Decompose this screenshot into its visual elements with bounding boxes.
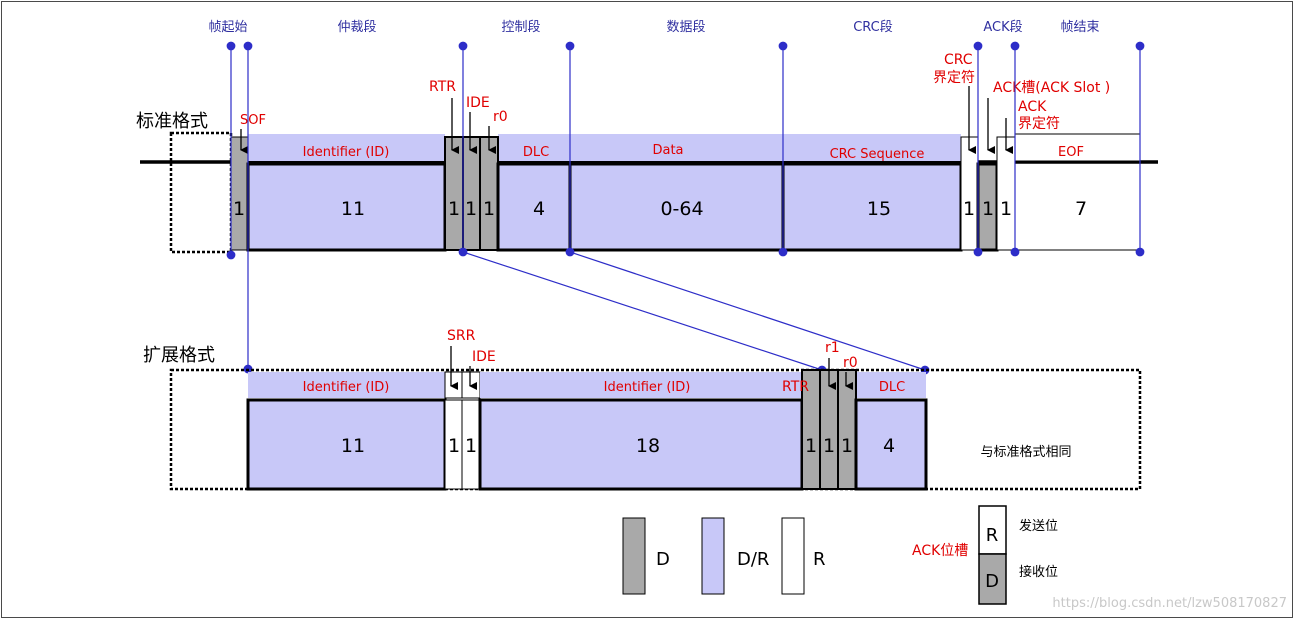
ack-bit-slot-label: ACK位槽	[912, 543, 968, 559]
ext-r0-bits: 1	[841, 435, 853, 457]
ext-rtr-bits: 1	[805, 435, 817, 457]
idle-area	[169, 131, 233, 254]
std-data-bits: 0-64	[660, 198, 703, 220]
std-eof-bits: 7	[1075, 198, 1087, 220]
segment-crc: CRC段	[853, 20, 893, 35]
ext-r1-bits: 1	[823, 435, 835, 457]
extended-format: 扩展格式 Identifier (ID) Identifier (ID) DLC…	[143, 328, 1142, 491]
segment-ack: ACK段	[983, 20, 1022, 35]
ext-srr-bits: 1	[448, 435, 460, 457]
std-crc-bits: 15	[867, 198, 891, 220]
ext-ide-bits: 1	[465, 435, 477, 457]
rtr-label: RTR	[429, 79, 456, 95]
std-ide-box	[462, 136, 481, 251]
legend-r-swatch	[781, 517, 805, 595]
legend: D D/R R ACK位槽 R D 发送位 接收位	[622, 505, 1058, 605]
std-data-header	[570, 134, 783, 161]
std-ack-delim-bits: 1	[1000, 198, 1012, 220]
ack-delim-label-1: ACK	[1018, 99, 1047, 115]
std-id-header	[248, 134, 445, 161]
ext-id2-header	[480, 372, 802, 398]
std-rtr-bits: 1	[448, 198, 460, 220]
ext-id1-bits: 11	[341, 435, 365, 457]
std-dlc-box	[496, 162, 572, 252]
sof-label: SOF	[240, 113, 266, 128]
std-r0-box	[479, 136, 499, 251]
std-ide-bits: 1	[465, 198, 477, 220]
same-as-standard: 与标准格式相同	[980, 444, 1071, 460]
std-crc-header	[783, 134, 961, 161]
send-bit-label: 发送位	[1019, 518, 1058, 534]
ext-id2-label: Identifier (ID)	[604, 380, 691, 395]
srr-label: SRR	[447, 328, 476, 344]
std-eof-box	[1015, 164, 1140, 250]
ext-id1-header	[248, 372, 445, 398]
ext-r0-box	[837, 369, 857, 490]
ext-dlc-header	[856, 372, 926, 398]
std-id-label: Identifier (ID)	[303, 145, 390, 160]
crc-delim-label-1: CRC	[944, 52, 973, 68]
std-sof-box	[230, 136, 249, 251]
standard-title: 标准格式	[136, 111, 208, 132]
std-sof-bits: 1	[233, 198, 245, 220]
ack-delim-label-2: 界定符	[1018, 116, 1060, 132]
legend-ack-r-text: R	[986, 525, 999, 546]
ext-ide-label: IDE	[472, 349, 496, 365]
legend-d-swatch	[622, 517, 646, 595]
legend-dr-label: D/R	[737, 549, 769, 570]
ext-dlc-bits: 4	[883, 435, 895, 457]
ext-r0-label: r0	[843, 355, 858, 371]
segment-eof: 帧结束	[1060, 20, 1099, 35]
std-crc-label: CRC Sequence	[830, 147, 925, 162]
std-rtr-box	[444, 136, 464, 251]
crc-delim-label-2: 界定符	[933, 70, 975, 86]
ext-dlc-label: DLC	[879, 380, 905, 395]
legend-r-label: R	[813, 549, 826, 570]
segment-headers: 帧起始 仲裁段 控制段 数据段 CRC段 ACK段 帧结束	[208, 19, 1099, 35]
legend-ack-r-box	[978, 505, 1007, 555]
std-ack-slot-bits: 1	[982, 198, 994, 220]
std-dlc-bits: 4	[533, 198, 545, 220]
std-dlc-label: DLC	[523, 145, 549, 160]
ext-id1-label: Identifier (ID)	[303, 380, 390, 395]
ext-rtr-label: RTR	[782, 379, 809, 395]
ack-slot-label: ACK槽(ACK Slot )	[993, 80, 1110, 96]
std-dlc-header	[498, 134, 570, 161]
legend-ack-d-text: D	[985, 571, 999, 592]
std-crc-delim-box	[960, 136, 979, 251]
segment-sof: 帧起始	[208, 20, 247, 35]
std-id-bits: 11	[341, 198, 365, 220]
r0-label: r0	[493, 109, 508, 125]
ext-r1-box	[819, 369, 839, 490]
segment-control: 控制段	[501, 20, 540, 35]
extended-title: 扩展格式	[143, 345, 215, 366]
std-eof-label: EOF	[1058, 145, 1084, 160]
ext-id2-box	[478, 398, 804, 491]
standard-format: 标准格式 Identifier (ID) DLC Data CRC Sequen…	[136, 52, 1158, 254]
recv-bit-label: 接收位	[1019, 564, 1058, 580]
legend-ack-d-box	[978, 553, 1007, 605]
legend-d-label: D	[656, 549, 670, 570]
ext-dlc-box	[854, 398, 928, 491]
std-r0-bits: 1	[483, 198, 495, 220]
ext-id2-bits: 18	[636, 435, 660, 457]
ide-label: IDE	[466, 95, 490, 111]
watermark: https://blog.csdn.net/lzw508170827	[1052, 596, 1287, 611]
std-crc-delim-bits: 1	[963, 198, 975, 220]
r1-label: r1	[825, 340, 840, 356]
blue-markers	[226, 41, 1145, 375]
segment-arbitration: 仲裁段	[337, 19, 376, 35]
std-ack-delim-box	[996, 136, 1016, 251]
std-data-label: Data	[652, 143, 683, 158]
segment-data: 数据段	[666, 20, 705, 35]
legend-dr-swatch	[701, 517, 725, 595]
ext-id1-box	[246, 398, 447, 491]
